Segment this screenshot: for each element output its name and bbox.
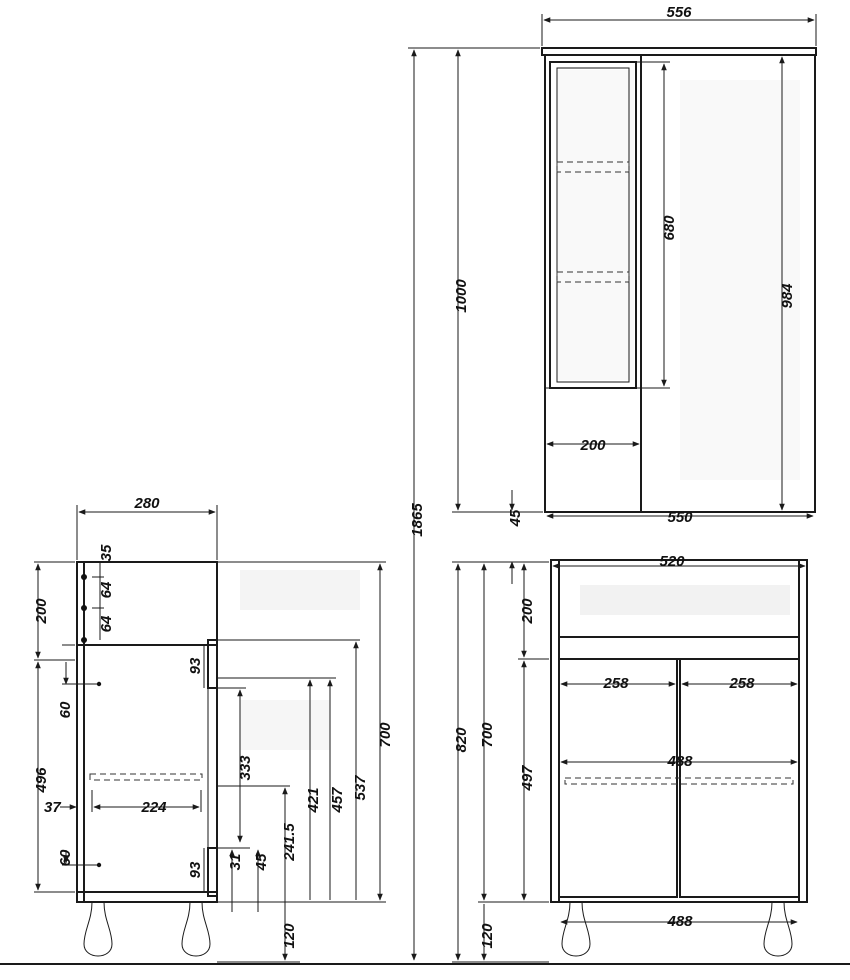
dim-mirror-side: 984: [779, 283, 796, 309]
hinge-hole-bottom: [96, 862, 102, 868]
vanity-leg-left: [561, 901, 591, 957]
side-view: 280 64 35 64 200 496 60 37 224 60: [33, 495, 394, 963]
background-ghosting: [240, 70, 800, 750]
side-leg-right: [181, 901, 211, 957]
mirror-front-view: 556 1000 680 984 200 550: [452, 4, 817, 526]
vanity-shelf: [564, 777, 794, 785]
dim-vanity-700: 700: [479, 722, 496, 748]
mirror-body: [544, 54, 816, 513]
dim-h421: 421: [305, 787, 322, 813]
dim-side-lower-height: 496: [33, 767, 50, 794]
dim-side-leg: 120: [281, 923, 298, 949]
side-leg-left: [83, 901, 113, 957]
dim-hinge-gap-top: 60: [57, 701, 74, 718]
mirror-glass-inner: [556, 67, 630, 383]
dim-hinge-bottom: 93: [187, 861, 204, 878]
dim-lower-height: 497: [519, 765, 536, 792]
dim-shelf-offset: 37: [44, 799, 61, 816]
hinge-plate-top: [207, 639, 218, 689]
vanity-front-view: 45 520 200 497 258 258 488 488 820 700: [408, 47, 808, 963]
dim-shelf-space: 680: [661, 215, 678, 241]
dim-cabinet-width: 200: [579, 437, 606, 454]
dim-door-right: 258: [728, 675, 755, 692]
dim-mirror-height: 1000: [453, 279, 470, 313]
dim-h241-5: 241.5: [281, 823, 298, 862]
mount-hole-1: [81, 574, 87, 580]
hinge-hole-top: [96, 681, 102, 687]
dim-side-700: 700: [377, 722, 394, 748]
dim-mirror-base: 550: [667, 509, 693, 526]
dim-gap: 45: [507, 509, 524, 527]
mount-hole-3: [81, 637, 87, 643]
dim-h333: 333: [237, 755, 254, 781]
dim-vanity-820: 820: [453, 727, 470, 753]
dim-side-width: 280: [133, 495, 160, 512]
dim-mid-offset: 64: [98, 615, 115, 632]
dim-mirror-width: 556: [666, 4, 692, 21]
mirror-top-panel: [541, 47, 817, 56]
dim-total-height: 1865: [409, 503, 426, 537]
vanity-body: [550, 559, 808, 903]
dim-h537: 537: [352, 775, 369, 801]
dim-vanity-leg: 120: [479, 923, 496, 949]
dim-h31: 31: [227, 854, 244, 871]
mirror-shelf-1: [556, 161, 630, 173]
dim-shelf-depth: 224: [140, 799, 167, 816]
dim-h457: 457: [329, 787, 346, 814]
dim-hinge-gap-bottom: 60: [57, 849, 74, 866]
dim-drawer-height: 200: [519, 598, 536, 625]
dim-door-left: 258: [602, 675, 629, 692]
vanity-leg-right: [763, 901, 793, 957]
vanity-drawer-rail: [558, 636, 800, 660]
side-body-outline: [76, 561, 218, 903]
mount-hole-2: [81, 605, 87, 611]
dim-h45: 45: [253, 853, 270, 871]
dim-top-offset-a: 64: [98, 581, 115, 598]
dim-side-top-height: 200: [33, 598, 50, 625]
hinge-plate-bottom: [207, 847, 218, 897]
dim-shelf-width: 488: [666, 753, 693, 770]
dim-bottom-width: 488: [666, 913, 693, 930]
dim-hinge-top: 93: [187, 657, 204, 674]
dim-vanity-width: 520: [659, 553, 685, 570]
dim-top-offset-b: 35: [98, 544, 115, 561]
side-shelf: [89, 773, 203, 781]
mirror-shelf-2: [556, 271, 630, 283]
